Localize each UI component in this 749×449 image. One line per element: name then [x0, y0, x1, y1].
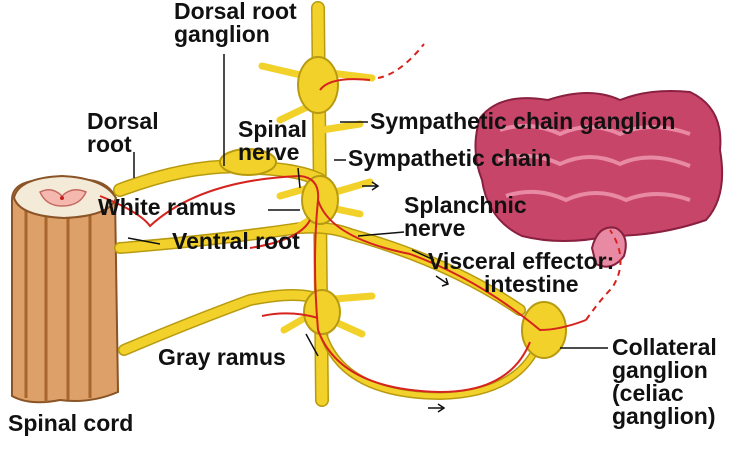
splanchnic-nerve-label: Splanchnic nerve: [404, 194, 527, 240]
dorsal-root-ganglion-label: Dorsal root ganglion: [174, 0, 297, 46]
dorsal-root-label: Dorsal root: [87, 110, 159, 156]
visceral-effector-line-2: intestine: [484, 271, 579, 297]
spinal-nerve-line-1: Spinal: [238, 116, 308, 142]
sympathetic-chain-ganglion-label: Sympathetic chain ganglion: [370, 108, 676, 134]
spinal-nerve-line-2: nerve: [238, 139, 300, 165]
direction-arrows: [362, 181, 449, 413]
visceral-effector-label: Visceral effector: intestine: [428, 250, 614, 296]
dorsal-root-line-1: Dorsal: [87, 108, 159, 134]
splanchnic-nerve-line-2: nerve: [404, 215, 466, 241]
dorsal-root-line-2: root: [87, 131, 132, 157]
visceral-effector-line-1: Visceral effector:: [428, 248, 615, 274]
collateral-ganglion-line-2: ganglion: [612, 357, 708, 383]
sympathetic-chain-label: Sympathetic chain: [348, 145, 552, 171]
white-ramus-label: White ramus: [98, 194, 237, 220]
leader-lines: [127, 54, 608, 357]
collateral-ganglion-label: Collateral ganglion (celiac ganglion): [612, 336, 717, 428]
spinal-nerve-label: Spinal nerve: [238, 118, 307, 164]
collateral-ganglion-line-4: ganglion): [612, 403, 716, 429]
collateral-ganglion-line-1: Collateral: [612, 334, 717, 360]
collateral-ganglion-line-3: (celiac: [612, 380, 684, 406]
dorsal-root-ganglion-line-2: ganglion: [174, 21, 270, 47]
spinal-cord: [11, 174, 120, 404]
dorsal-root-ganglion-line-1: Dorsal root: [174, 0, 297, 24]
intestine: [474, 90, 724, 268]
ventral-root-label: Ventral root: [172, 228, 300, 254]
gray-ramus-label: Gray ramus: [158, 344, 286, 370]
spinal-cord-label: Spinal cord: [8, 410, 134, 436]
axons: [99, 43, 622, 394]
splanchnic-nerve-line-1: Splanchnic: [404, 192, 527, 218]
